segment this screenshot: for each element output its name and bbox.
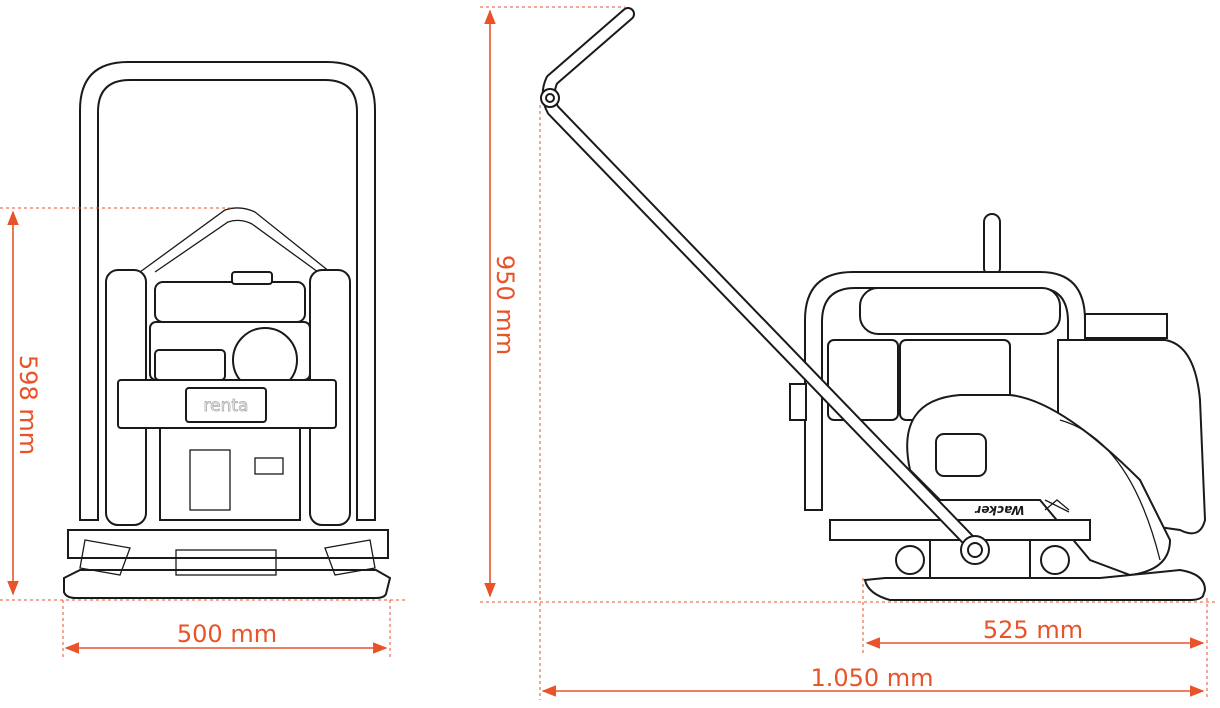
side-height-label: 950 mm <box>491 255 519 355</box>
front-height-label: 598 mm <box>14 355 42 455</box>
wacker-logo: Wacker <box>974 503 1024 517</box>
plate-length-label: 525 mm <box>983 616 1083 644</box>
front-width-label: 500 mm <box>177 620 277 648</box>
side-view-machine <box>540 7 1207 601</box>
renta-logo: renta <box>204 396 249 416</box>
total-length-label: 1.050 mm <box>810 664 933 692</box>
front-view-machine <box>63 61 392 599</box>
dimension-lines <box>0 6 1215 700</box>
